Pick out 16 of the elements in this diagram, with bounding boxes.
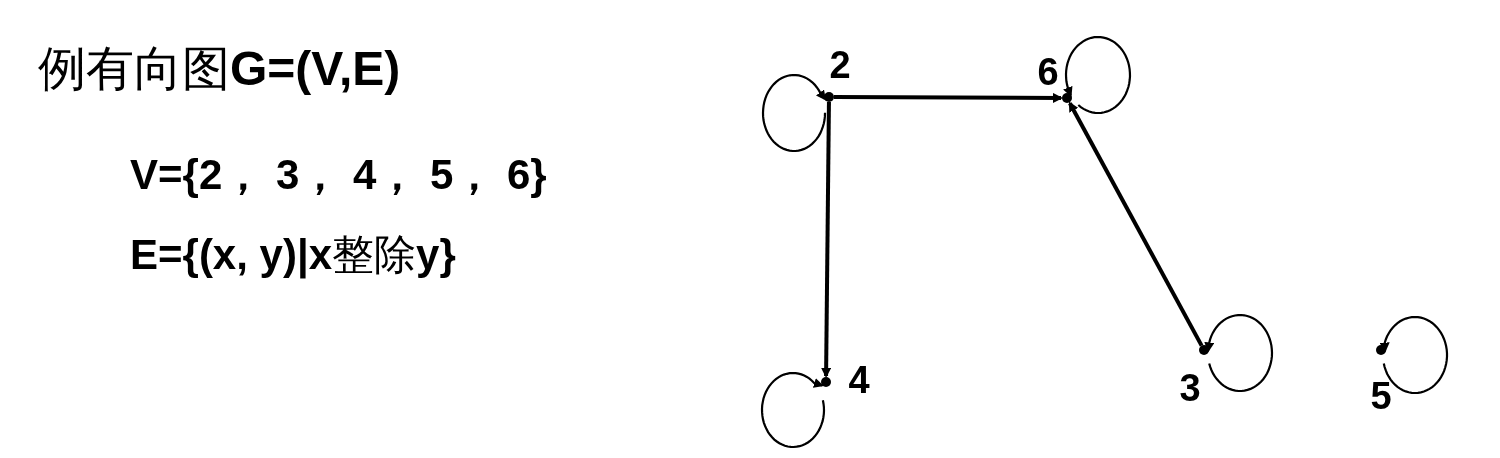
arrow [1068,101,1204,347]
arrow [834,92,1063,103]
title: 例有向图G=(V,E) [38,41,401,97]
set-definition: V={2， 3， 4， 5， 6} [130,150,547,200]
self-loop-arrow [1204,313,1274,393]
self-loop-arrow [1379,315,1449,395]
self-loop-arrow [760,371,826,449]
self-loop-arrow [761,73,827,153]
self-loop-arrow [1063,35,1132,115]
vertex-label: 5 [1369,376,1393,416]
arrow [821,101,832,378]
vertex-label: 3 [1178,368,1202,408]
vertex-label: 6 [1036,52,1060,92]
vertex-label: 4 [847,360,871,400]
set-definition: E={(x, y)|x整除y} [130,230,456,281]
vertex-label: 2 [828,45,852,85]
